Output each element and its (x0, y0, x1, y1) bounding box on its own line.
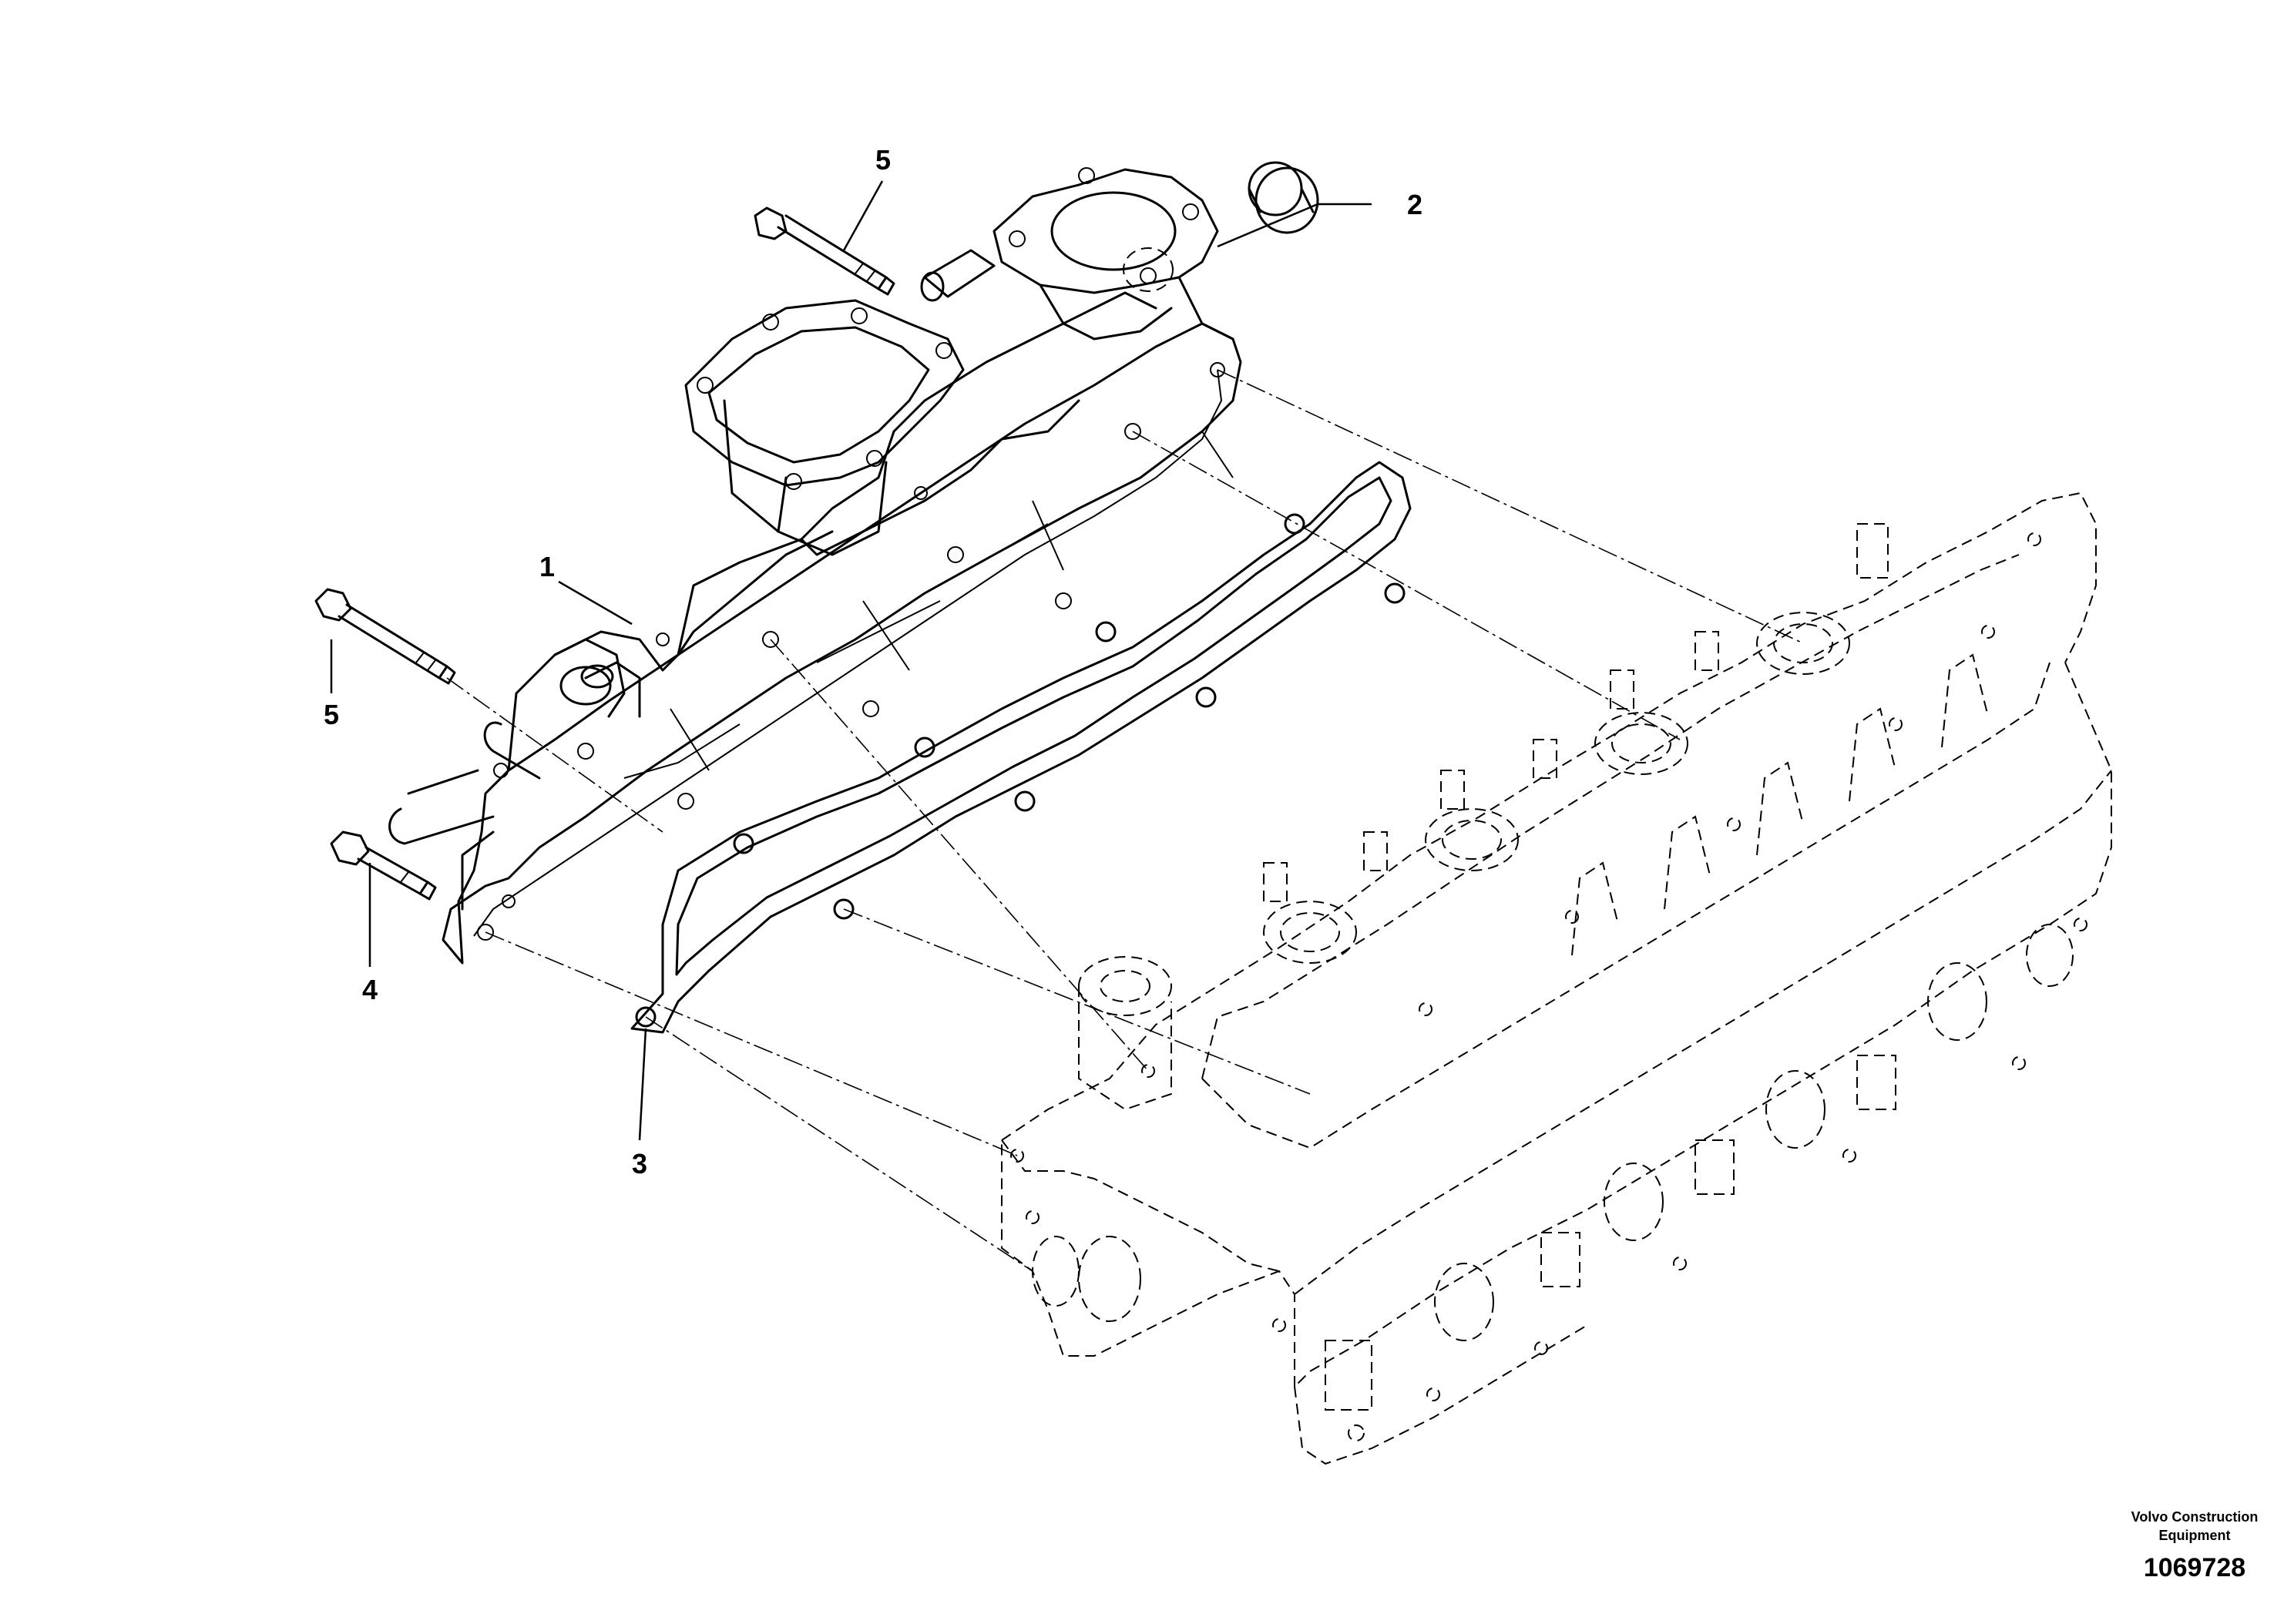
callout-5-left: 5 (324, 699, 339, 730)
gasket-part-3 (630, 461, 1412, 1034)
callout-4: 4 (362, 974, 378, 1005)
brand-line-1: Volvo Construction (2131, 1509, 2259, 1525)
cylinder-head (1001, 492, 2112, 1465)
drawing-number: 1069728 (2144, 1553, 2245, 1582)
callout-labels: 5 2 1 5 4 3 (324, 144, 1422, 1179)
bolt-left-part-5 (314, 588, 456, 685)
callout-1: 1 (539, 551, 555, 582)
brand-line-2: Equipment (2159, 1528, 2231, 1543)
bolt-part-4 (330, 830, 437, 901)
manifold-part-1 (388, 167, 1242, 965)
title-block: Volvo Construction Equipment 1069728 (2131, 1509, 2259, 1582)
callout-5-top: 5 (875, 144, 891, 176)
callout-2: 2 (1407, 189, 1422, 220)
bolt-upper-part-5 (754, 206, 895, 296)
leader-lines (330, 180, 1372, 1141)
assembly-lines (446, 369, 1804, 1272)
plug-part-2 (1248, 161, 1319, 234)
callout-3: 3 (632, 1148, 647, 1179)
